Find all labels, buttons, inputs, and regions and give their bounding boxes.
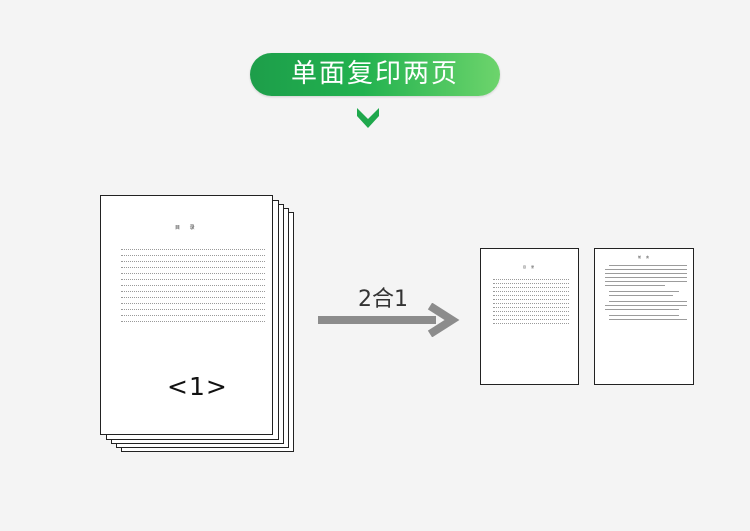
- page-number-label: <1>: [167, 372, 228, 401]
- chevron-down-icon: [357, 108, 379, 128]
- output-right-title: 前 言: [638, 255, 651, 259]
- preface-text-block: [605, 265, 687, 325]
- doc-title: 目 录: [175, 225, 199, 231]
- output-page-left: 目 录: [480, 248, 579, 385]
- page-title: 单面复印两页: [250, 53, 500, 96]
- output-page-right: 前 言: [594, 248, 694, 385]
- source-page-front: 目 录: [100, 195, 273, 435]
- output-left-title: 目 录: [523, 265, 536, 269]
- table-of-contents: [121, 246, 265, 326]
- arrow-right-icon: [318, 303, 460, 337]
- combine-label: 2合1: [358, 287, 408, 312]
- output-left-toc: [493, 276, 569, 326]
